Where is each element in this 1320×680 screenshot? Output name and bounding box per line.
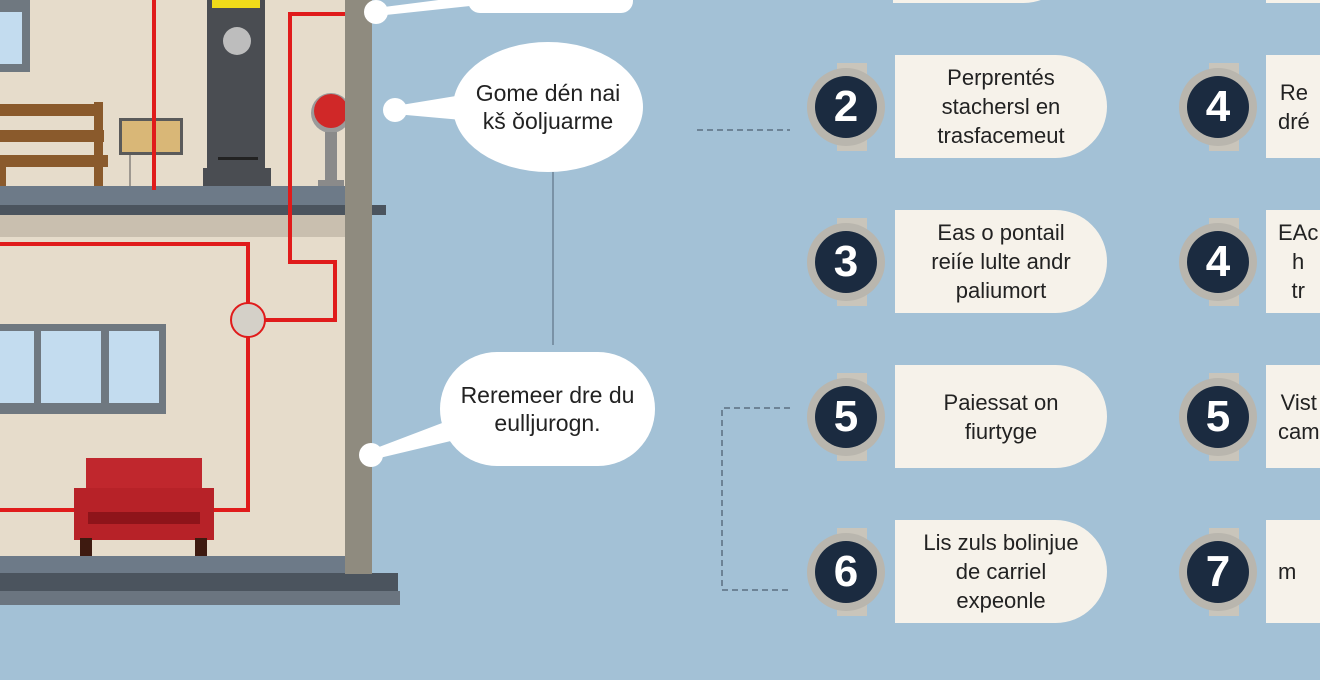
step-number: 4 [1187, 231, 1249, 293]
step-text: Perprentés stachersl en trasfacemeut [937, 65, 1065, 148]
valve-icon [230, 302, 266, 338]
callout-pointers [359, 0, 470, 467]
step-card [1266, 0, 1320, 3]
step-number: 5 [1187, 386, 1249, 448]
step-badge: 4 [1179, 68, 1257, 146]
step-number: 4 [1187, 76, 1249, 138]
window-icon [0, 324, 166, 414]
callout-bubble [468, 0, 633, 13]
step-card: Eas o pontail reiíe lulte andr paliumort [895, 210, 1107, 313]
step-text: Lis zuls bolinjue de carriel expeonle [923, 530, 1079, 613]
step-card: Re dré [1266, 55, 1320, 158]
picture-frame-icon [119, 118, 183, 192]
callout-bubble: Reremeer dre du eulljurogn. [440, 352, 655, 466]
step-badge: 6 [807, 533, 885, 611]
lamp-post-icon [311, 93, 351, 196]
heating-pipes [0, 0, 375, 512]
bench-icon [0, 102, 108, 192]
step-number: 6 [815, 541, 877, 603]
step-badge: 5 [1179, 378, 1257, 456]
floor-slab [0, 573, 398, 591]
wall-pillar [345, 0, 372, 574]
step-text: Vist cam [1278, 389, 1320, 444]
step-card: Perprentés stachersl en trasfacemeut [895, 55, 1107, 158]
step-card: Lis zuls bolinjue de carriel expeonle [895, 520, 1107, 623]
step-card: m [1266, 520, 1320, 623]
step-badge: 4 [1179, 223, 1257, 301]
step-text: EAc h tr [1278, 220, 1319, 303]
step-card: Vist cam [1266, 365, 1320, 468]
callout-bubble: Gome dén nai kš ǒoljuarme [453, 42, 643, 172]
step-number: 3 [815, 231, 877, 293]
clock-tower-icon [203, 0, 271, 198]
step-number: 5 [815, 386, 877, 448]
step-text: Paiessat on fiurtyge [943, 389, 1059, 444]
step-badge: 3 [807, 223, 885, 301]
step-badge: 2 [807, 68, 885, 146]
armchair-icon [74, 458, 214, 572]
step-text: Eas o pontail reiíe lulte andr paliumort [931, 220, 1071, 303]
step-text: Re dré [1278, 79, 1310, 134]
step-number: 2 [815, 76, 877, 138]
window-icon [0, 0, 30, 72]
step-card: EAc h tr [1266, 210, 1320, 313]
step-number: 7 [1187, 541, 1249, 603]
step-text: m [1278, 559, 1297, 584]
step-badge: 7 [1179, 533, 1257, 611]
floor-slab [0, 205, 386, 215]
step-card [893, 0, 1075, 3]
step-badge: 5 [807, 378, 885, 456]
step-card: Paiessat on fiurtyge [895, 365, 1107, 468]
